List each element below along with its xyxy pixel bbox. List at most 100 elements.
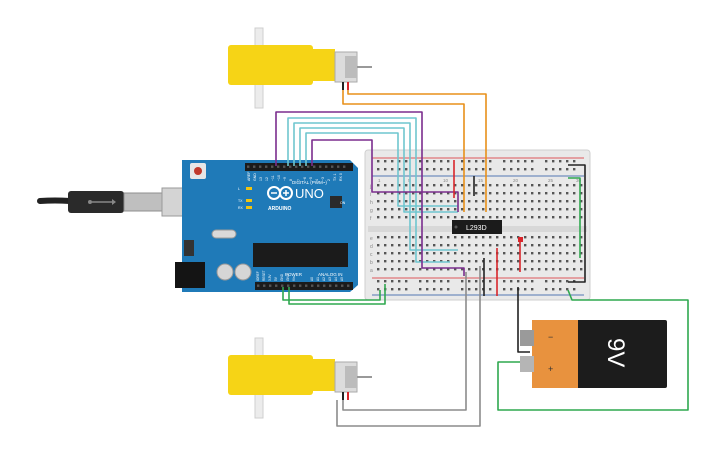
breadboard-hole	[433, 236, 436, 239]
rail-hole	[377, 288, 380, 291]
rail-hole	[482, 168, 485, 171]
rail-hole	[433, 168, 436, 171]
breadboard-hole	[461, 208, 464, 211]
row-letter: g	[370, 208, 373, 214]
breadboard-hole	[552, 184, 555, 187]
rail-hole	[510, 168, 513, 171]
header-pin	[271, 165, 274, 168]
breadboard-hole	[461, 236, 464, 239]
breadboard-hole	[419, 268, 422, 271]
header-pin	[307, 165, 310, 168]
rail-hole	[419, 160, 422, 163]
rail-hole	[510, 160, 513, 163]
breadboard-hole	[468, 184, 471, 187]
breadboard-hole	[419, 236, 422, 239]
rail-hole	[384, 280, 387, 283]
breadboard-hole	[580, 216, 583, 219]
wire-gray	[336, 266, 481, 427]
breadboard-hole	[412, 216, 415, 219]
breadboard-hole	[405, 184, 408, 187]
rail-hole	[391, 160, 394, 163]
breadboard-hole	[489, 184, 492, 187]
rail-hole	[377, 160, 380, 163]
rail-hole	[426, 280, 429, 283]
pin-label: GND	[253, 173, 257, 181]
breadboard-hole	[454, 184, 457, 187]
header-pin	[343, 165, 346, 168]
rail-hole	[475, 168, 478, 171]
header-pin	[313, 165, 316, 168]
rail-hole	[398, 280, 401, 283]
breadboard-hole	[377, 244, 380, 247]
breadboard-hole	[440, 208, 443, 211]
rail-hole	[545, 168, 548, 171]
board-brand-label: ARDUINO	[268, 206, 291, 212]
breadboard-hole	[545, 200, 548, 203]
wire-green	[288, 284, 386, 305]
breadboard-hole	[377, 192, 380, 195]
pin-label: A1	[316, 277, 320, 281]
breadboard-hole	[566, 236, 569, 239]
rail-hole	[545, 280, 548, 283]
breadboard-hole	[398, 260, 401, 263]
breadboard-hole	[468, 244, 471, 247]
breadboard-hole	[566, 192, 569, 195]
pin-label: 5V	[274, 276, 278, 281]
breadboard-hole	[545, 208, 548, 211]
arduino-logo-icon	[267, 186, 293, 200]
rail-hole	[426, 160, 429, 163]
breadboard-hole	[524, 216, 527, 219]
header-pin	[347, 284, 350, 287]
breadboard-hole	[433, 184, 436, 187]
pin-label: A0	[310, 277, 314, 281]
breadboard-hole	[377, 216, 380, 219]
breadboard-hole	[475, 252, 478, 255]
row-letter: i	[370, 192, 371, 198]
analog-pin-labels: A0 A1 A2 A3 A4 A5	[310, 277, 344, 281]
breadboard-hole	[517, 244, 520, 247]
breadboard-hole	[510, 192, 513, 195]
breadboard-hole	[461, 244, 464, 247]
rail-hole	[398, 160, 401, 163]
breadboard-hole	[580, 184, 583, 187]
breadboard-hole	[524, 184, 527, 187]
breadboard-hole	[559, 208, 562, 211]
rail-hole	[552, 280, 555, 283]
column-number: 10	[443, 178, 449, 183]
breadboard-hole	[475, 260, 478, 263]
breadboard-hole	[405, 268, 408, 271]
header-pin	[325, 165, 328, 168]
breadboard-hole	[510, 208, 513, 211]
breadboard-hole	[482, 236, 485, 239]
rail-hole	[391, 168, 394, 171]
pin-label: GND	[286, 273, 290, 281]
rail-hole	[468, 288, 471, 291]
breadboard-hole	[447, 216, 450, 219]
breadboard-hole	[468, 208, 471, 211]
breadboard-hole	[426, 268, 429, 271]
rail-hole	[524, 288, 527, 291]
analog-label: ANALOG IN	[318, 272, 343, 277]
breadboard-hole	[573, 208, 576, 211]
breadboard-hole	[398, 244, 401, 247]
breadboard-hole	[461, 184, 464, 187]
rail-hole	[468, 160, 471, 163]
wire-green	[568, 177, 581, 258]
breadboard-hole	[503, 216, 506, 219]
breadboard-hole	[398, 252, 401, 255]
wire-black	[568, 164, 586, 283]
rail-hole	[517, 280, 520, 283]
rail-hole	[405, 168, 408, 171]
breadboard-hole	[433, 208, 436, 211]
breadboard-hole	[454, 244, 457, 247]
wire-green	[282, 287, 381, 301]
breadboard-hole	[398, 216, 401, 219]
breadboard-hole	[580, 260, 583, 263]
rail-hole	[566, 168, 569, 171]
rail-hole	[524, 168, 527, 171]
breadboard-hole	[545, 216, 548, 219]
breadboard-hole	[440, 236, 443, 239]
header-pin	[287, 284, 290, 287]
rail-hole	[552, 160, 555, 163]
